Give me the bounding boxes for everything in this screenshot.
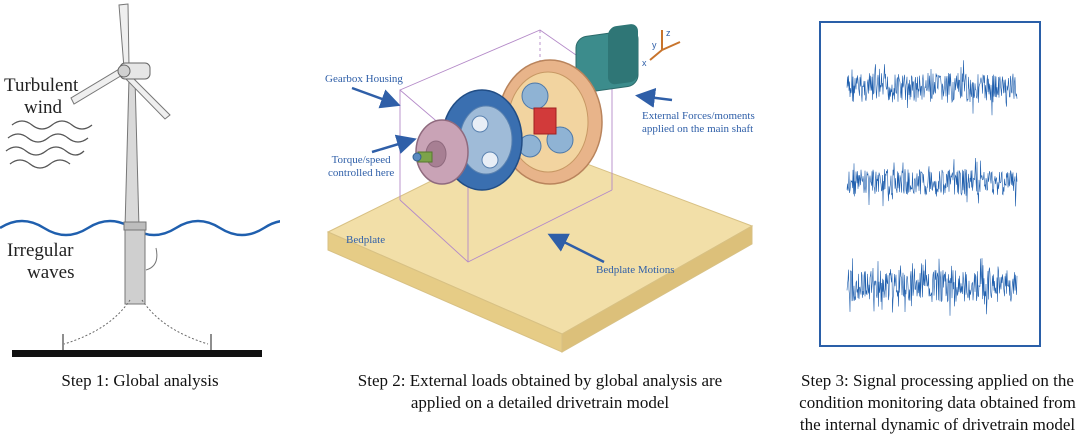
step2-panel: z y x Gearbox Housing Torque/speed contr… <box>290 0 790 430</box>
bedplate-label: Bedplate <box>346 234 386 246</box>
vibration-signal-2 <box>846 157 1018 207</box>
irregular-waves-label-line2: waves <box>27 262 75 283</box>
step3-caption-line1: Step 3: Signal processing applied on the <box>801 371 1074 390</box>
turbine-hub <box>117 64 131 78</box>
turbulent-wind-label-line1: Turbulent <box>4 75 79 96</box>
irregular-waves-label: Irregular waves <box>7 240 74 284</box>
signal-plots-frame <box>819 21 1041 347</box>
arrow-torque <box>371 134 417 154</box>
vibration-signal-1 <box>846 60 1018 116</box>
main-shaft <box>575 24 639 94</box>
turbulent-wind-label-line2: wind <box>24 97 62 118</box>
step1-caption: Step 1: Global analysis <box>61 371 219 390</box>
axis-y-label: y <box>652 40 657 50</box>
arrow-external <box>635 87 673 108</box>
spar-floater <box>123 221 158 305</box>
anchors <box>62 334 212 352</box>
floating-turbine-illustration <box>0 3 280 357</box>
step3-panel: Step 3: Signal processing applied on the… <box>795 0 1080 434</box>
step3-caption: Step 3: Signal processing applied on the… <box>795 370 1080 436</box>
sea-surface-wave <box>0 219 280 237</box>
arrow-gearbox <box>351 86 401 109</box>
step3-caption-line3: the internal dynamic of drivetrain model <box>799 415 1076 434</box>
step3-caption-line2: condition monitoring data obtained from <box>799 393 1076 412</box>
external-forces-label-line2: applied on the main shaft <box>642 123 754 135</box>
irregular-waves-label-line1: Irregular <box>7 240 74 261</box>
bedplate <box>326 137 754 353</box>
axis-z-label: z <box>666 28 671 38</box>
axis-x-label: x <box>642 58 647 68</box>
external-forces-label-line1: External Forces/moments <box>642 110 755 122</box>
planet-gears <box>518 82 574 158</box>
arrow-bedplate-motions <box>547 233 605 264</box>
generator-shaft <box>412 151 433 163</box>
vibration-signal-3 <box>846 258 1018 316</box>
torque-speed-label-line1: Torque/speed <box>331 154 391 166</box>
step1-panel: Turbulent wind Irregular waves Step 1: G… <box>0 0 280 430</box>
coordinate-axes-icon <box>649 30 681 61</box>
annotation-arrows <box>351 86 673 264</box>
turbulent-wind-label: Turbulent wind <box>4 75 78 119</box>
step2-caption: Step 2: External loads obtained by globa… <box>290 370 790 414</box>
drivetrain-model-illustration: z y x <box>326 24 754 353</box>
step2-caption-line1: Step 2: External loads obtained by globa… <box>357 371 723 390</box>
bedplate-motions-label: Bedplate Motions <box>596 264 675 276</box>
mooring-lines <box>63 299 209 345</box>
turbine-tower <box>124 77 140 229</box>
wind-lines-icon <box>5 120 93 169</box>
sun-gear <box>533 107 557 135</box>
turbine-blades <box>70 3 171 120</box>
external-forces-label: External Forces/moments applied on the m… <box>642 110 755 136</box>
gearbox-housing-label: Gearbox Housing <box>325 73 403 85</box>
step2-caption-line2: applied on a detailed drivetrain model <box>410 393 670 412</box>
seabed <box>12 350 262 357</box>
torque-speed-label: Torque/speed controlled here <box>328 154 394 180</box>
torque-speed-label-line2: controlled here <box>328 167 395 179</box>
